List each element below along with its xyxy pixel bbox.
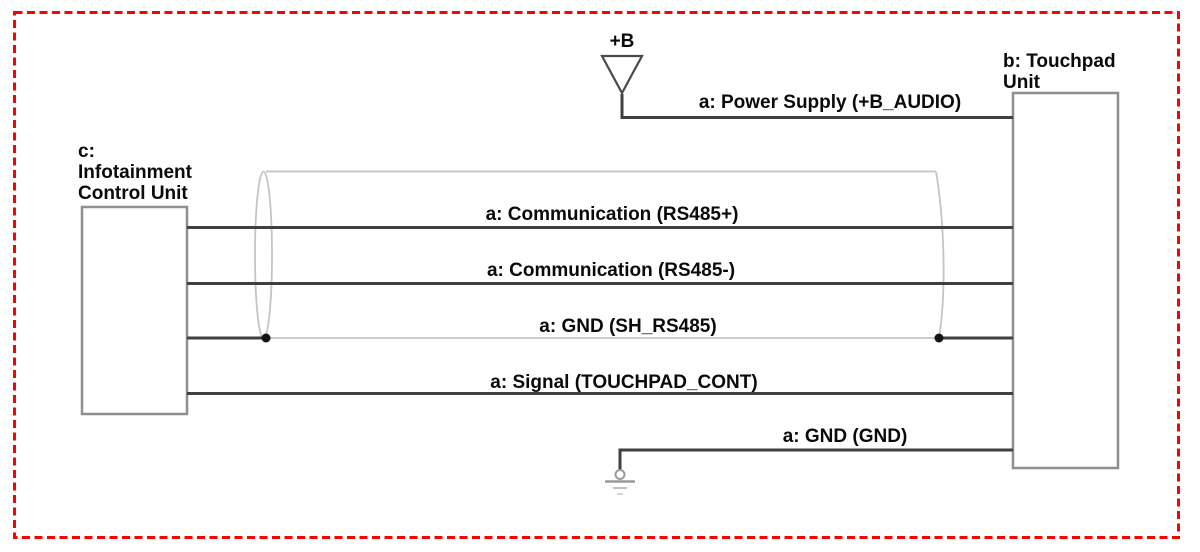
infotainment-unit-label-line-1: c: xyxy=(78,141,95,162)
wire-power-supply xyxy=(620,94,1013,119)
wire-gnd xyxy=(618,448,1013,470)
infotainment-unit-label-line-2: Infotainment xyxy=(78,162,193,183)
red-dashed-border xyxy=(13,11,1180,539)
touchpad-unit-label-line-1: b: Touchpad xyxy=(1003,51,1116,72)
cable-shield-icon xyxy=(254,170,945,340)
power-source-triangle xyxy=(600,54,644,96)
infotainment-control-unit-box xyxy=(80,205,189,416)
touchpad-unit-label: b: Touchpad Unit xyxy=(1003,51,1116,93)
wire-rs485-minus-label: a: Communication (RS485-) xyxy=(487,260,735,281)
wire-shield-gnd-label: a: GND (SH_RS485) xyxy=(539,316,716,337)
touchpad-unit-label-line-2: Unit xyxy=(1003,72,1041,93)
ground-icon xyxy=(605,469,635,495)
infotainment-unit-label-line-3: Control Unit xyxy=(78,183,188,204)
wire-touchpad-signal-label: a: Signal (TOUCHPAD_CONT) xyxy=(490,372,757,393)
shield-left-endcap xyxy=(254,170,273,340)
ground-circle xyxy=(614,469,626,480)
wire-power-supply-line xyxy=(620,94,1013,119)
wire-gnd-label: a: GND (GND) xyxy=(783,426,908,447)
power-source-label: +B xyxy=(610,31,635,52)
shield-right-endcap xyxy=(935,171,945,339)
wire-gnd-line xyxy=(618,448,1013,470)
power-source-icon xyxy=(600,54,644,96)
wire-rs485-plus-label: a: Communication (RS485+) xyxy=(486,204,739,225)
wire-power-supply-label: a: Power Supply (+B_AUDIO) xyxy=(699,92,961,113)
shield-junction-dot-left xyxy=(261,333,271,343)
shield-junction-dot-right xyxy=(934,333,944,343)
wires xyxy=(187,94,1013,470)
touchpad-unit-box xyxy=(1011,91,1120,470)
infotainment-unit-label: c: Infotainment Control Unit xyxy=(78,141,193,204)
